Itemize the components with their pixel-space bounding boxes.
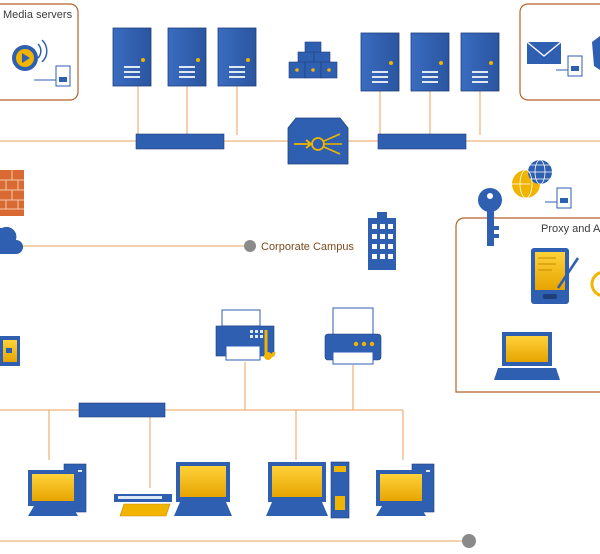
server-icon <box>217 27 257 87</box>
device-icon <box>0 336 20 366</box>
document-icon <box>545 187 572 209</box>
switch-icon <box>377 133 467 150</box>
document-icon <box>34 65 71 87</box>
pda-icon <box>531 248 580 304</box>
node-marker <box>462 534 476 548</box>
firewall-icon <box>0 170 24 216</box>
proxy-label: Proxy and A <box>541 223 600 235</box>
corporate-campus-label: Corporate Campus <box>261 241 354 253</box>
building-icon <box>368 212 396 270</box>
cloud-icon <box>0 226 23 254</box>
server-icon <box>460 32 500 92</box>
media-play-icon <box>12 39 48 71</box>
server-icon <box>112 27 152 87</box>
pc-icon <box>266 461 350 519</box>
server-cluster-icon <box>288 41 338 79</box>
pc-icon <box>376 463 435 516</box>
laptop-icon <box>494 332 560 380</box>
printer-icon <box>324 307 382 365</box>
server-icon <box>167 27 207 87</box>
node-marker <box>244 240 256 252</box>
server-icon <box>360 32 400 92</box>
disc-icon <box>590 271 600 297</box>
device-fragment-icon <box>592 36 600 70</box>
scanner-icon <box>114 494 172 517</box>
proxy-region: Proxy and A <box>455 217 600 393</box>
pc-icon <box>28 463 87 516</box>
fax-icon <box>215 309 276 361</box>
globe-icon <box>512 159 552 199</box>
server-icon <box>410 32 450 92</box>
mail-region <box>519 3 600 101</box>
mail-icon <box>526 41 562 64</box>
pc-icon <box>174 462 232 516</box>
switch-icon <box>135 133 225 150</box>
media-servers-region: Media servers <box>0 3 79 101</box>
router-icon <box>287 117 349 165</box>
media-servers-label: Media servers <box>3 9 73 21</box>
key-icon <box>478 188 502 246</box>
switch-icon <box>78 402 166 418</box>
document-icon <box>556 55 583 77</box>
